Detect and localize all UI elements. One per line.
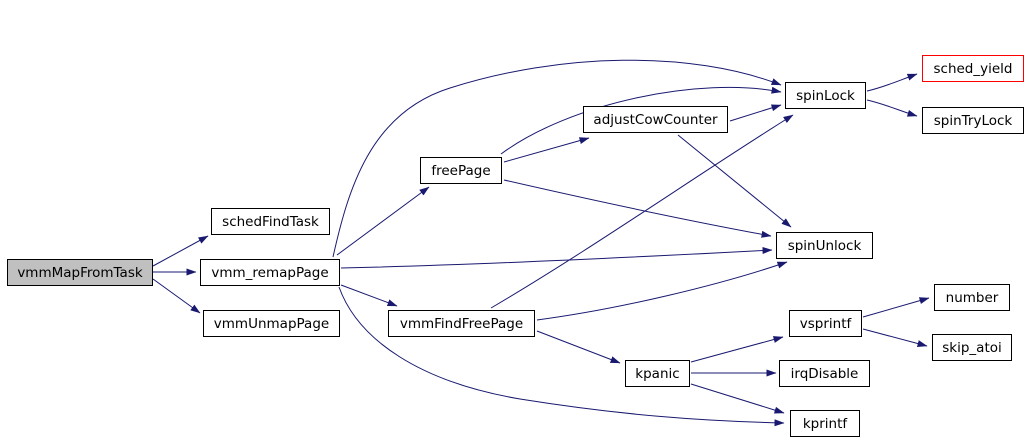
node-skip_atoi[interactable]: skip_atoi [932,334,1012,361]
node-spinLock[interactable]: spinLock [785,82,866,109]
node-vmmMapFromTask: vmmMapFromTask [7,259,153,286]
node-vsprintf[interactable]: vsprintf [789,310,862,337]
edge-vmmFindFreePage-to-spinUnlock [536,261,788,321]
edge-vmm_remapPage-to-kprintf [338,286,785,427]
edge-vmm_remapPage-to-spinUnlock [340,247,773,269]
edge-freePage-to-spinUnlock [503,179,772,238]
edge-vmmFindFreePage-to-kpanic [536,330,621,364]
edge-adjustCowCounter-to-spinUnlock [677,134,792,228]
node-vmm_remapPage[interactable]: vmm_remapPage [200,259,340,286]
node-vmmUnmapPage[interactable]: vmmUnmapPage [203,310,340,337]
node-number[interactable]: number [934,284,1010,311]
node-kpanic[interactable]: kpanic [625,360,690,387]
edge-kpanic-to-kprintf [690,383,785,414]
edge-vmmFindFreePage-to-spinLock [490,114,794,309]
edge-spinLock-to-sched_yield [866,73,918,92]
edge-vmmMapFromTask-to-schedFindTask [152,235,209,267]
node-adjustCowCounter[interactable]: adjustCowCounter [583,106,728,133]
node-schedFindTask[interactable]: schedFindTask [211,208,330,235]
edge-freePage-to-spinLock [500,86,782,155]
edge-spinLock-to-spinTryLock [866,99,918,117]
node-spinTryLock[interactable]: spinTryLock [922,107,1024,134]
node-irqDisable[interactable]: irqDisable [779,360,870,387]
edge-kpanic-to-vsprintf [690,336,784,363]
node-spinUnlock[interactable]: spinUnlock [776,232,873,259]
edge-vmmMapFromTask-to-vmmUnmapPage [152,278,201,314]
node-freePage[interactable]: freePage [420,157,502,184]
edge-vmm_remapPage-to-spinLock [332,59,782,258]
edge-vmm_remapPage-to-vmmFindFreePage [340,284,398,307]
node-vmmFindFreePage[interactable]: vmmFindFreePage [388,310,535,337]
edge-vmm_remapPage-to-freePage [336,186,430,256]
edge-vsprintf-to-skip_atoi [862,328,928,347]
edge-freePage-to-adjustCowCounter [503,137,590,163]
node-kprintf[interactable]: kprintf [790,410,860,437]
node-sched_yield[interactable]: sched_yield [922,55,1024,82]
edge-adjustCowCounter-to-spinLock [729,104,782,122]
edge-vsprintf-to-number [862,297,930,318]
